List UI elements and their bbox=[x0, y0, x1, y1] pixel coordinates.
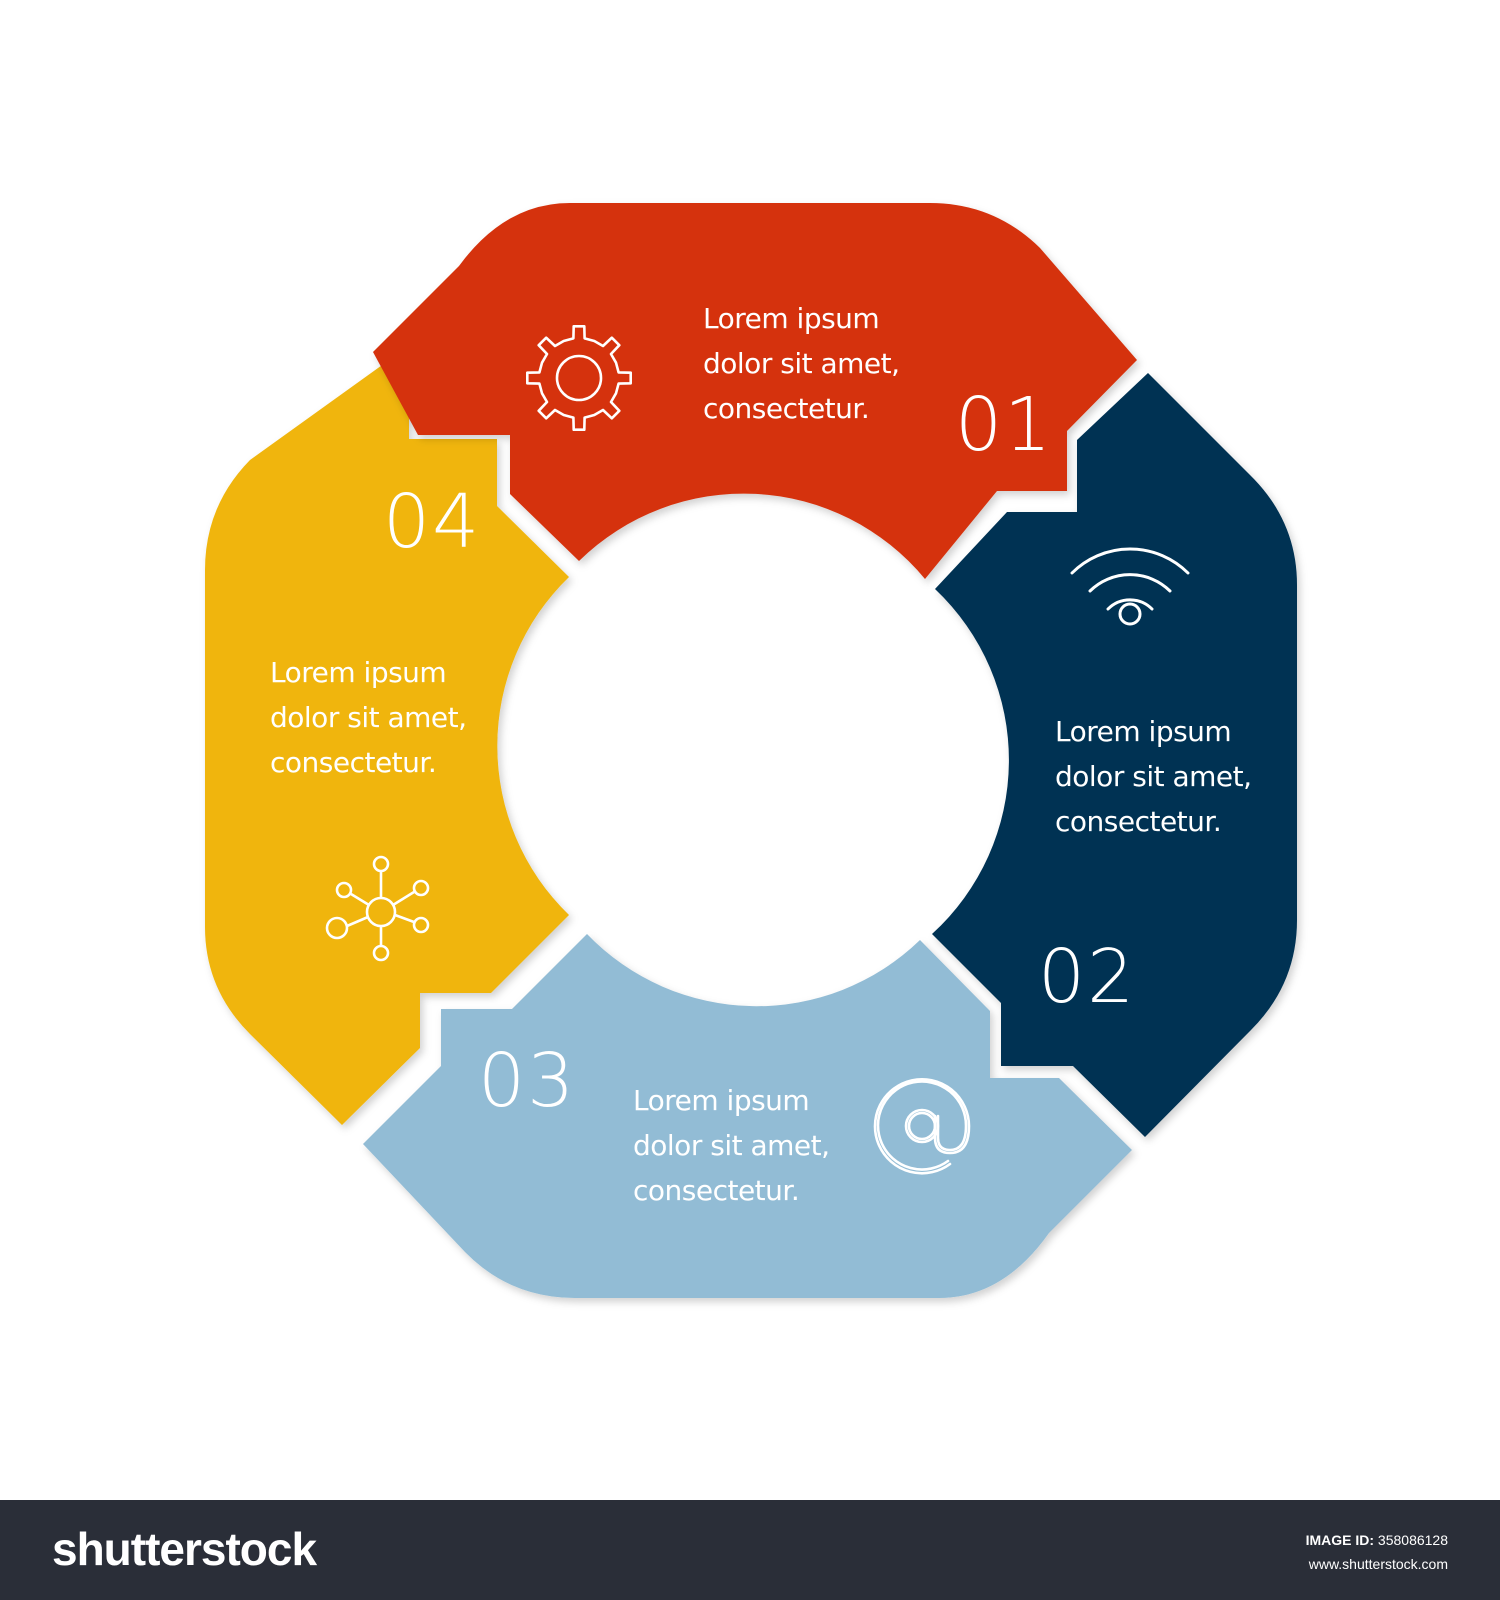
segment-04-number: 04 bbox=[383, 479, 482, 565]
segment-01-line-2: dolor sit amet, bbox=[703, 347, 900, 380]
segment-01-text: Lorem ipsum dolor sit amet, consectetur. bbox=[703, 296, 900, 431]
footer-logo: shutterstock bbox=[52, 1523, 317, 1575]
segment-02-text: Lorem ipsum dolor sit amet, consectetur. bbox=[1055, 709, 1252, 844]
segment-04-line-2: dolor sit amet, bbox=[270, 701, 467, 734]
segment-03-shape bbox=[363, 934, 1132, 1298]
cycle-diagram: Lorem ipsum dolor sit amet, consectetur.… bbox=[205, 203, 1297, 1298]
segment-01-line-1: Lorem ipsum bbox=[703, 302, 880, 335]
image-id-value: 358086128 bbox=[1377, 1532, 1448, 1548]
segment-04-text: Lorem ipsum dolor sit amet, consectetur. bbox=[270, 650, 467, 785]
wifi-icon bbox=[1070, 547, 1190, 626]
diagram-canvas bbox=[205, 203, 1297, 1298]
image-id-label: IMAGE ID: bbox=[1305, 1532, 1375, 1548]
network-icon bbox=[325, 855, 430, 962]
segment-01-line-3: consectetur. bbox=[703, 392, 870, 425]
footer-meta: IMAGE ID: 358086128 www.shutterstock.com bbox=[1306, 1528, 1448, 1576]
footer-site: www.shutterstock.com bbox=[1308, 1556, 1448, 1572]
segment-03-text: Lorem ipsum dolor sit amet, consectetur. bbox=[633, 1078, 830, 1213]
segment-04-line-3: consectetur. bbox=[270, 746, 437, 779]
at-sign-icon bbox=[873, 1077, 971, 1175]
gear-icon bbox=[526, 325, 632, 431]
segment-02-line-2: dolor sit amet, bbox=[1055, 760, 1252, 793]
segment-02-shape bbox=[932, 373, 1297, 1137]
segment-04-shape bbox=[205, 363, 569, 1125]
segment-02-line-3: consectetur. bbox=[1055, 805, 1222, 838]
segment-03-line-3: consectetur. bbox=[633, 1174, 800, 1207]
segment-02-line-1: Lorem ipsum bbox=[1055, 715, 1232, 748]
segment-02-number: 02 bbox=[1038, 934, 1137, 1020]
segment-04-line-1: Lorem ipsum bbox=[270, 656, 447, 689]
segment-03-line-1: Lorem ipsum bbox=[633, 1084, 810, 1117]
segment-01-shape bbox=[373, 203, 1137, 579]
segment-01-number: 01 bbox=[955, 382, 1054, 468]
segment-03-number: 03 bbox=[478, 1038, 577, 1124]
footer-bar: shutterstock IMAGE ID: 358086128 www.shu… bbox=[0, 1500, 1500, 1600]
segment-03-line-2: dolor sit amet, bbox=[633, 1129, 830, 1162]
